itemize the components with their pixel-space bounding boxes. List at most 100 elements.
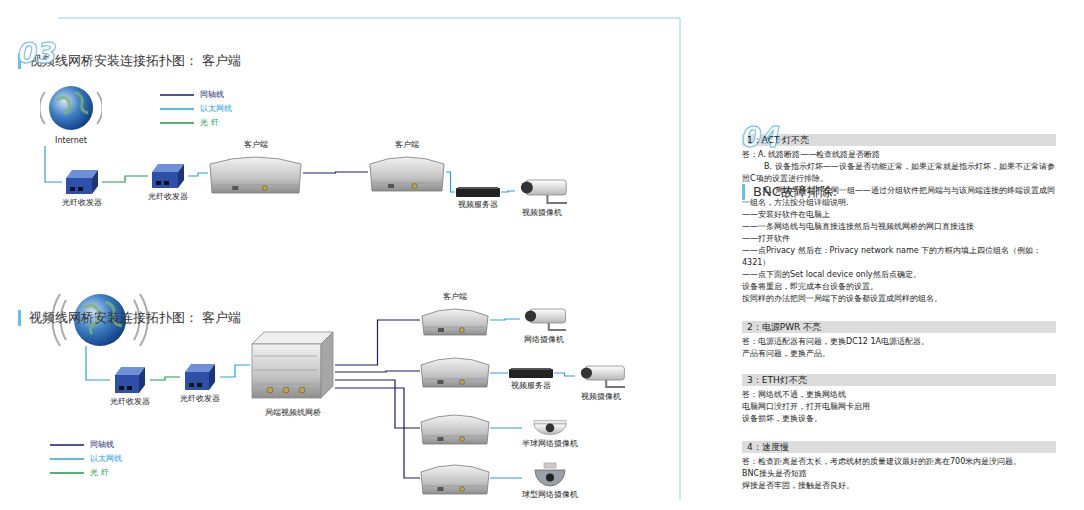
section-number: 03 xyxy=(18,40,1084,68)
dome-icon xyxy=(532,413,568,437)
cam-icon xyxy=(515,176,569,206)
device-node: 光纤收发器 xyxy=(110,365,150,407)
device-label: 客户端 xyxy=(244,140,268,150)
cable-connector xyxy=(45,146,62,182)
frame-line xyxy=(58,18,680,19)
device-label: 视频摄像机 xyxy=(581,392,621,402)
answer-text: ——点下面的Set local device only然后点确定。 xyxy=(742,269,1056,281)
trans-icon xyxy=(113,365,147,395)
legend-line xyxy=(160,92,194,98)
section-title: 1：ACT 灯不亮 xyxy=(747,134,1051,146)
device-node: 视频摄像机 xyxy=(575,362,627,402)
trans-icon xyxy=(150,162,186,190)
cable-connector xyxy=(220,365,250,377)
trans-icon xyxy=(183,362,217,392)
answer-text: ——点Privacy 然后在：Privacy network name 下的方框… xyxy=(742,245,1056,269)
answer-text: 答：网络线不通，更换网络线 xyxy=(742,389,1056,401)
device-node: 球型网络摄像机 xyxy=(522,462,578,500)
legend-text: 同轴线 xyxy=(90,440,114,450)
bridge-icon xyxy=(208,152,303,194)
legend-line xyxy=(50,456,84,462)
section-bar: 3：ETH灯不亮 xyxy=(742,374,1056,386)
legend-row: 以太网线 xyxy=(50,454,122,464)
cable-connector xyxy=(150,377,180,380)
device-label: 光纤收发器 xyxy=(110,397,150,407)
answer-text: 产品有问题，更换产品。 xyxy=(742,348,1056,360)
answer-text: 设备损坏，更换设备。 xyxy=(742,413,1056,425)
device-node: 客户端 xyxy=(368,140,446,192)
coax-line xyxy=(335,371,420,478)
bridge-icon xyxy=(368,152,446,192)
section-bar: 4：速度慢 xyxy=(742,441,1056,453)
cable-connector xyxy=(446,172,455,192)
bridge-icon xyxy=(420,304,490,336)
cable-connector xyxy=(303,172,368,173)
cable-connector xyxy=(490,319,520,320)
legend-text: 以太网线 xyxy=(90,454,122,464)
answer-text: 答：检查距离是否太长，考虑线材的质量建议最好的距离在700米内是没问题。 xyxy=(742,456,1056,468)
legend-text: 光 纤 xyxy=(200,118,219,128)
page-heading: 视频线网桥安装连接拓扑图： 客户端 xyxy=(18,53,1084,69)
page-divider xyxy=(680,18,681,500)
device-node: 光纤收发器 xyxy=(148,162,188,202)
device-label: 视频摄像机 xyxy=(522,208,562,218)
device-label: 光纤收发器 xyxy=(148,192,188,202)
device-node: 视频服务器 xyxy=(508,367,554,391)
section-bar: 1：ACT 灯不亮 xyxy=(742,134,1056,146)
answer-text: 答：A. 线路断路——检查线路是否断路 xyxy=(742,149,1056,161)
answer-text: 按同样的办法把同一局端下的设备都设置成同样的组名。 xyxy=(742,293,1056,305)
legend-line xyxy=(160,120,194,126)
answer-text: 电脑网口没打开，打开电脑网卡启用 xyxy=(742,401,1056,413)
legend-text: 以太网线 xyxy=(200,104,232,114)
device-label: 球型网络摄像机 xyxy=(522,490,578,500)
device-node: 半球网络摄像机 xyxy=(522,413,578,449)
trans-icon xyxy=(64,168,100,196)
answer-text: B. 设备指示灯坏——设备是否功能正常，如果正常就是指示灯坏，如果不正常请参照C… xyxy=(742,161,1056,185)
big-icon xyxy=(250,330,335,400)
cable-connector xyxy=(554,373,575,376)
device-node: 客户端 xyxy=(420,292,490,336)
answer-text: ——一条网络线与电脑直接连接然后与视频线网桥的网口直接连接 xyxy=(742,221,1056,233)
legend-row: 同轴线 xyxy=(160,90,224,100)
legend-text: 光 纤 xyxy=(90,468,109,478)
cable-connector xyxy=(501,191,515,192)
legend-line xyxy=(50,442,84,448)
legend-row: 光 纤 xyxy=(50,468,109,478)
bridge-device xyxy=(421,358,489,494)
section-title: 2：电源PWR 不亮 xyxy=(747,321,1051,333)
device-label: 客户端 xyxy=(443,292,467,302)
device-node: 网络摄像机 xyxy=(520,305,568,345)
cable-connector xyxy=(188,173,208,176)
device-label: Internet xyxy=(55,136,87,146)
legend-line xyxy=(160,106,194,112)
device-node: Internet xyxy=(40,82,102,146)
section-title: 3：ETH灯不亮 xyxy=(747,374,1051,386)
answer-text: 答：电源适配器有问题，更换DC12 1A电源适配器。 xyxy=(742,336,1056,348)
device-node: 光纤收发器 xyxy=(180,362,220,404)
device-node: 客户端 xyxy=(208,140,303,194)
cam-icon xyxy=(575,362,627,390)
section-heading: 视频线网桥安装连接拓扑图： 客户端 xyxy=(18,310,1084,326)
globe-icon xyxy=(40,82,102,134)
answer-text: C. 局端与终端不在同一组——通过分组软件把局端与与该局端连接的终端设置成同一组… xyxy=(742,185,1056,209)
device-label: 客户端 xyxy=(395,140,419,150)
device-label: 光纤收发器 xyxy=(62,198,102,208)
device-label: 网络摄像机 xyxy=(524,335,564,345)
device-label: 半球网络摄像机 xyxy=(522,439,578,449)
troubleshooting-column: 1：ACT 灯不亮答：A. 线路断路——检查线路是否断路B. 设备指示灯坏——设… xyxy=(742,134,1056,492)
answer-text: 设备将重启，即完成本台设备的设置。 xyxy=(742,281,1056,293)
section-title: 4：速度慢 xyxy=(747,441,1051,453)
device-node: 光纤收发器 xyxy=(62,168,102,208)
device-node: 视频摄像机 xyxy=(515,176,569,218)
device-node: 视频服务器 xyxy=(455,186,501,210)
device-label: 光纤收发器 xyxy=(180,394,220,404)
device-label: 视频服务器 xyxy=(511,381,551,391)
device-label: 局端视频线网桥 xyxy=(265,408,321,418)
answer-text: ——打开软件 xyxy=(742,233,1056,245)
ball-icon xyxy=(532,462,568,488)
cable-connector xyxy=(102,176,148,182)
server-icon xyxy=(508,367,554,379)
answer-text: 焊接是否牢固，接触是否良好。 xyxy=(742,480,1056,492)
legend-row: 以太网线 xyxy=(160,104,232,114)
